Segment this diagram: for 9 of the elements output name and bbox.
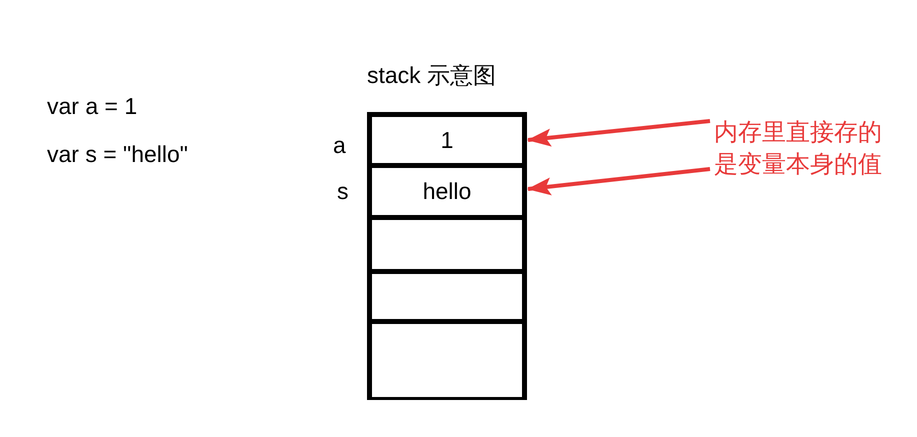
variable-name: a [333, 131, 346, 160]
stack-heading: stack 示意图 [367, 61, 496, 90]
arrow [527, 167, 710, 196]
code-line: var a = 1 [47, 92, 138, 121]
annotation-text: 内存里直接存的是变量本身的值 [714, 117, 894, 181]
stack-slot [372, 319, 522, 397]
variable-name: s [337, 177, 348, 206]
code-line: var s = "hello" [47, 140, 188, 169]
arrow [527, 119, 710, 147]
